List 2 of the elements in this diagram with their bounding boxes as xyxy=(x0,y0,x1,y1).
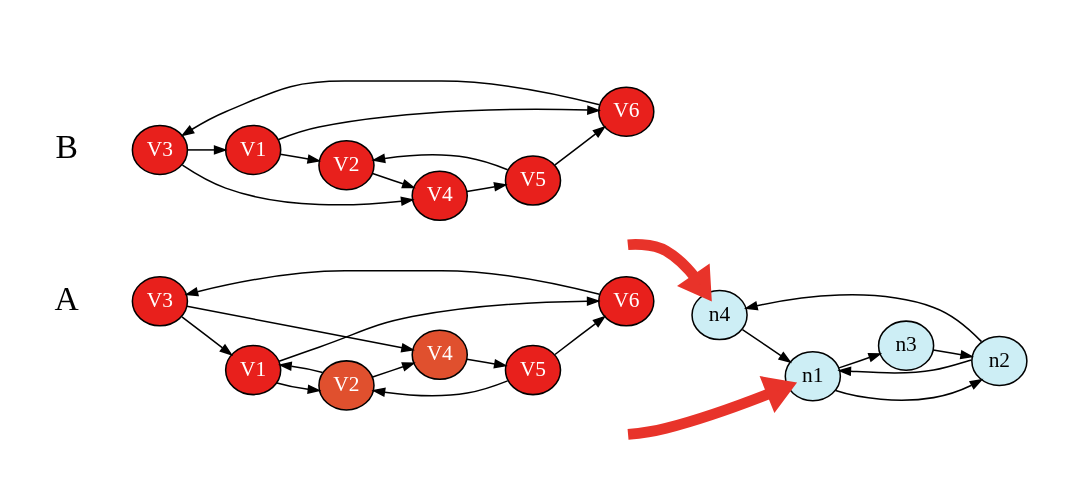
label: B xyxy=(55,128,78,166)
label: A xyxy=(54,279,79,317)
